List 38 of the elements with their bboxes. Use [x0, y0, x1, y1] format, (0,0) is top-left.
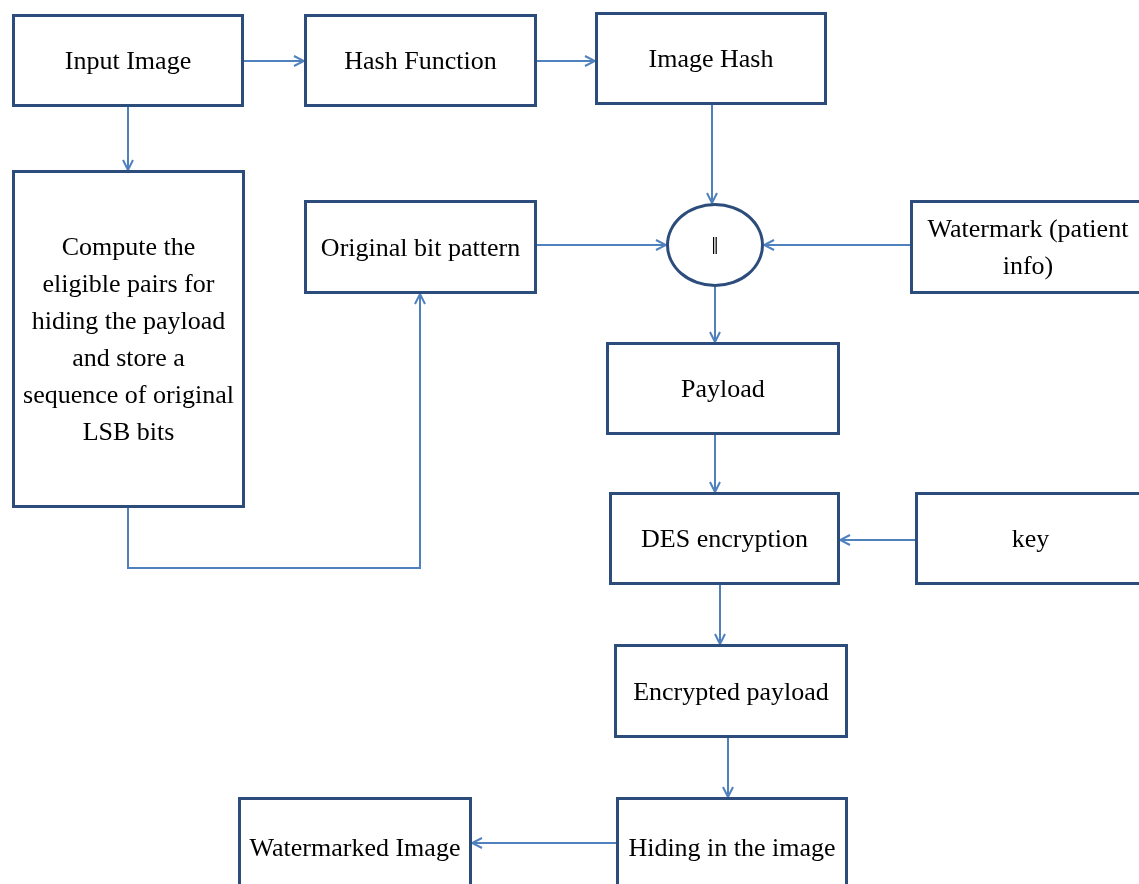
arrow — [709, 286, 721, 343]
node-label: Hiding in the image — [628, 831, 836, 864]
process-box — [614, 644, 848, 738]
process-box — [606, 342, 840, 435]
arrow — [243, 55, 305, 67]
node-label: Image Hash — [648, 43, 774, 75]
node-label: Original bit pattern — [320, 231, 521, 264]
process-box — [12, 170, 245, 508]
arrow — [763, 239, 911, 251]
node-label: key — [1011, 523, 1050, 555]
node-label: Compute the eligible pairs for hiding the payload and store a sequence of original LSB bits — [23, 231, 234, 448]
node-label: Watermark (patient info) — [926, 213, 1130, 282]
process-box — [12, 14, 244, 107]
process-box — [238, 797, 472, 884]
node-label: DES encryption — [641, 523, 808, 555]
node-label: Encrypted payload — [633, 675, 829, 708]
node-label: ‖ — [711, 229, 719, 262]
arrow — [706, 104, 718, 204]
node-label: Hash Function — [344, 45, 497, 77]
arrow — [122, 106, 134, 171]
arrow — [536, 55, 596, 67]
node-label: Payload — [681, 373, 765, 405]
arrow — [536, 239, 667, 251]
process-box — [304, 14, 537, 107]
process-box — [915, 492, 1139, 585]
process-box — [616, 797, 848, 884]
arrow — [722, 737, 734, 798]
process-box — [304, 200, 537, 294]
node-label: Input Image — [64, 45, 192, 77]
arrow — [839, 534, 916, 546]
node-label: Watermarked Image — [249, 831, 461, 864]
arrow — [714, 584, 726, 645]
arrow — [709, 434, 721, 493]
process-box — [609, 492, 840, 585]
process-box — [595, 12, 827, 105]
arrow — [127, 293, 426, 569]
process-box — [910, 200, 1139, 294]
arrow — [471, 837, 617, 849]
